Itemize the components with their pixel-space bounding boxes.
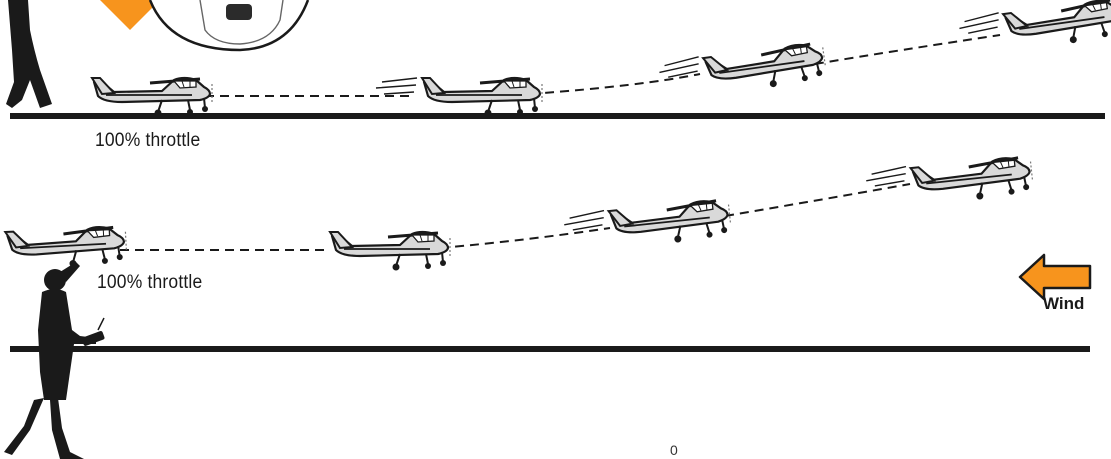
speed-lines-icon — [865, 167, 907, 187]
airplane-icon — [1003, 0, 1111, 52]
flight-path-lower — [120, 184, 910, 250]
wind-label: Wind — [1043, 294, 1084, 314]
pilot-silhouette-icon — [4, 262, 96, 459]
ground-line-lower — [10, 346, 1090, 352]
speed-lines-icon — [376, 78, 417, 94]
flight-path-upper — [205, 35, 1000, 96]
speed-lines-icon — [958, 13, 1001, 35]
throttle-label-upper: 100% throttle — [95, 130, 200, 152]
airplane-icon — [5, 226, 127, 271]
throttle-label-lower: 100% throttle — [97, 272, 202, 294]
ground-line-upper — [10, 113, 1105, 119]
airplane-icon — [92, 78, 212, 117]
airplane-icon — [703, 41, 827, 96]
speed-lines-icon — [563, 211, 605, 231]
magnifier-callout — [100, 0, 308, 50]
page-marker: 0 — [670, 442, 678, 458]
wind-arrow-icon — [1020, 255, 1090, 299]
airplane-icon — [609, 199, 732, 250]
airplane-icon — [422, 78, 542, 117]
pilot-silhouette-icon — [6, 0, 52, 108]
airplane-icon — [911, 156, 1034, 207]
airplane-icon — [330, 232, 450, 271]
transmitter-icon — [81, 318, 105, 346]
